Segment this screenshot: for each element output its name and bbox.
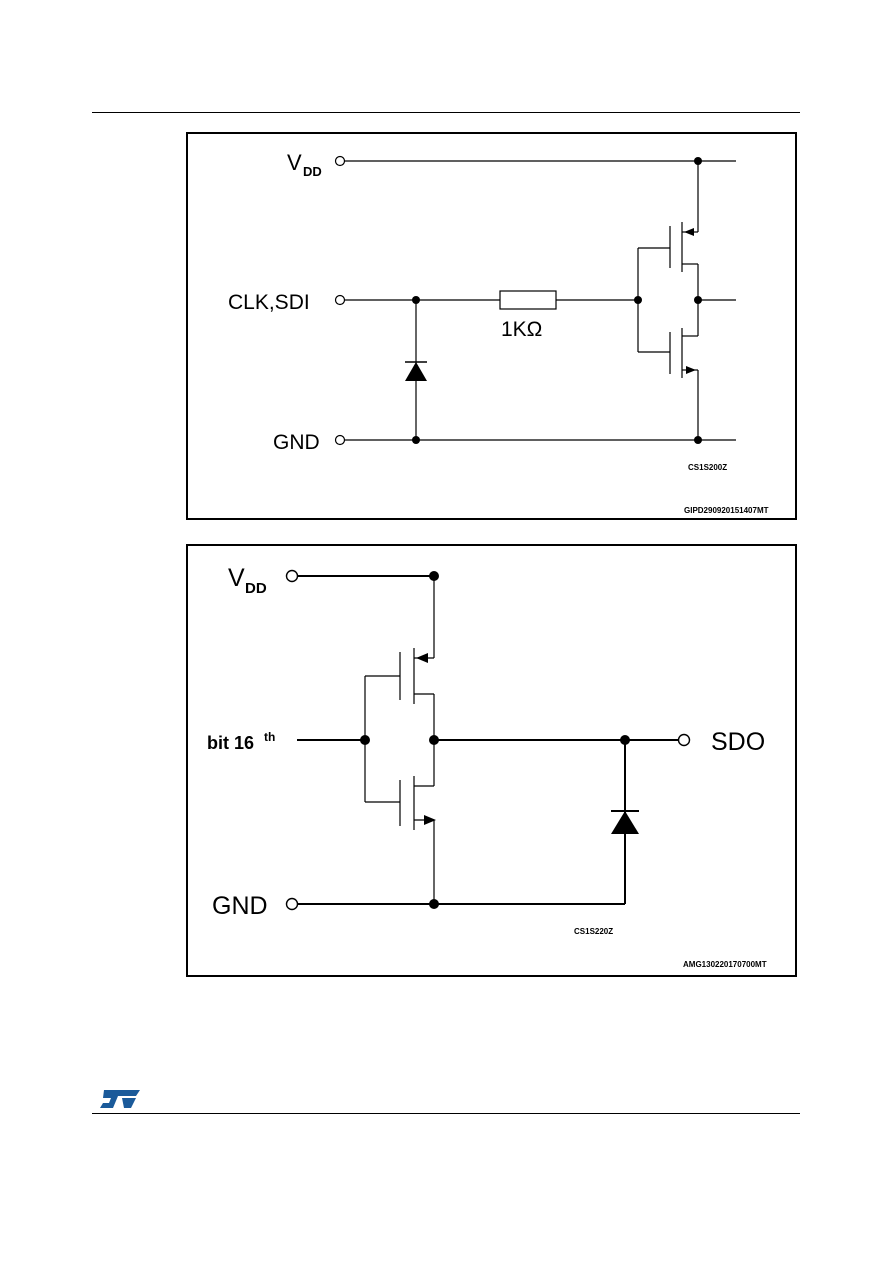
gnd-terminal-icon	[285, 897, 299, 911]
sdo-terminal-icon	[677, 733, 691, 747]
junction-dot	[634, 296, 642, 304]
sdo-label: SDO	[711, 728, 765, 756]
gnd-terminal-icon	[334, 434, 346, 446]
junction-dot	[429, 899, 439, 909]
figure-code: GIPD290920151407MT	[684, 506, 769, 515]
cs-code: CS1S220Z	[574, 927, 613, 936]
figure-code: AMG130220170700MT	[683, 960, 767, 969]
nmos-arrow-icon	[686, 366, 696, 374]
vdd-label: V	[228, 564, 245, 592]
pmos-arrow-icon	[416, 653, 428, 663]
bit16-superscript: th	[264, 730, 275, 744]
gnd-label: GND	[273, 431, 320, 454]
bit16-label: bit 16	[207, 733, 254, 753]
junction-dot	[360, 735, 370, 745]
input-terminal-icon	[334, 294, 346, 306]
vdd-subscript: DD	[245, 580, 267, 597]
footer-rule	[92, 1113, 800, 1114]
pmos-arrow-icon	[684, 228, 694, 236]
cs-code: CS1S200Z	[688, 463, 727, 472]
vdd-terminal-icon	[334, 155, 346, 167]
junction-dot	[429, 571, 439, 581]
vdd-terminal-icon	[285, 569, 299, 583]
resistor-value: 1KΩ	[501, 318, 542, 341]
vdd-subscript: DD	[303, 164, 322, 179]
nmos-arrow-icon	[424, 815, 436, 825]
gnd-label: GND	[212, 892, 268, 920]
st-logo-icon	[100, 1090, 140, 1108]
junction-dot	[694, 436, 702, 444]
header-rule	[92, 112, 800, 113]
diode-icon	[405, 362, 427, 381]
resistor-icon	[499, 290, 557, 310]
junction-dot	[694, 157, 702, 165]
input-protection-diagram	[186, 132, 797, 520]
clk-sdi-label: CLK,SDI	[228, 291, 310, 314]
vdd-label: V	[287, 150, 302, 175]
junction-dot	[412, 296, 420, 304]
junction-dot	[620, 735, 630, 745]
junction-dot	[429, 735, 439, 745]
diode-icon	[611, 811, 639, 834]
junction-dot	[412, 436, 420, 444]
junction-dot	[694, 296, 702, 304]
output-stage-diagram	[186, 544, 797, 977]
